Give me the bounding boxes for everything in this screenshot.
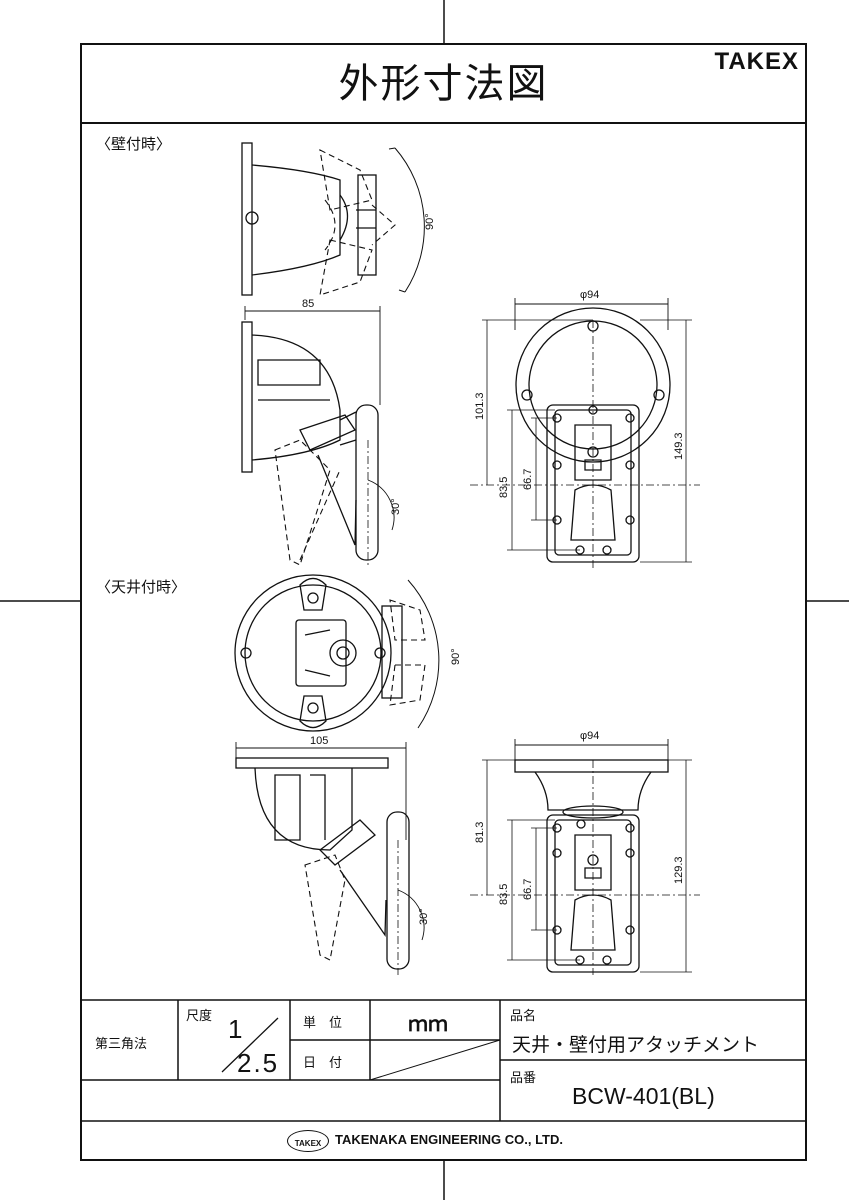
title-block-grid [80, 999, 807, 1122]
part-number-value: BCW-401(BL) [572, 1083, 715, 1109]
dim-wall-h3: 83.5 [498, 476, 510, 498]
section-ceiling-mount: 〈天井付時〉 [96, 578, 187, 596]
dim-wall-tilt: 30° [390, 498, 402, 515]
dim-wall-h2: 149.3 [673, 432, 685, 460]
projection-method: 第三角法 [95, 1037, 148, 1052]
product-name-label: 品名 [510, 1009, 537, 1024]
scale-label: 尺度 [186, 1009, 213, 1024]
drawing-frame [80, 43, 807, 1161]
dim-ceil-width: 105 [310, 735, 329, 747]
wall-front-view [470, 298, 700, 570]
title-divider [80, 122, 807, 124]
wall-side-view [241, 306, 395, 566]
unit-label: 単 位 [303, 1016, 343, 1031]
company-logo-text: TAKEX [294, 1139, 322, 1148]
section-wall-mount: 〈壁付時〉 [96, 135, 172, 153]
dim-ceil-h3: 83.5 [498, 883, 510, 905]
scale-numerator: 1 [228, 1014, 243, 1044]
dim-ceil-h1: 81.3 [474, 821, 486, 843]
ceiling-front-view [470, 739, 700, 975]
unit-value: ｍｍ [408, 1012, 448, 1036]
dim-wall-side-angle: 90° [424, 213, 436, 230]
dim-ceil-h2: 129.3 [673, 856, 685, 884]
dim-wall-width: 85 [302, 298, 315, 310]
brand-logo: TAKEX [714, 48, 799, 75]
company-logo: TAKEX [287, 1130, 329, 1152]
part-number-label: 品番 [510, 1071, 537, 1086]
scale-denominator: 2.5 [237, 1048, 280, 1078]
dim-ceil-top-angle: 90° [450, 648, 462, 665]
dim-ceil-tilt: 30° [418, 908, 430, 925]
drawing-title: 外形寸法図 [338, 61, 549, 107]
company-name: TAKENAKA ENGINEERING CO., LTD. [335, 1132, 563, 1147]
dim-wall-front-dia: φ94 [580, 289, 600, 301]
dim-wall-h4: 66.7 [522, 468, 534, 490]
dim-ceil-front-dia: φ94 [580, 730, 600, 742]
ceiling-side-view [235, 742, 425, 975]
product-name-value: 天井・壁付用アタッチメント [512, 1034, 760, 1056]
ceiling-top-rotation-view [234, 574, 440, 732]
dim-ceil-h4: 66.7 [522, 878, 534, 900]
wall-side-rotation-view [241, 142, 425, 296]
dim-wall-h1: 101.3 [474, 392, 486, 420]
date-label: 日 付 [303, 1056, 343, 1071]
